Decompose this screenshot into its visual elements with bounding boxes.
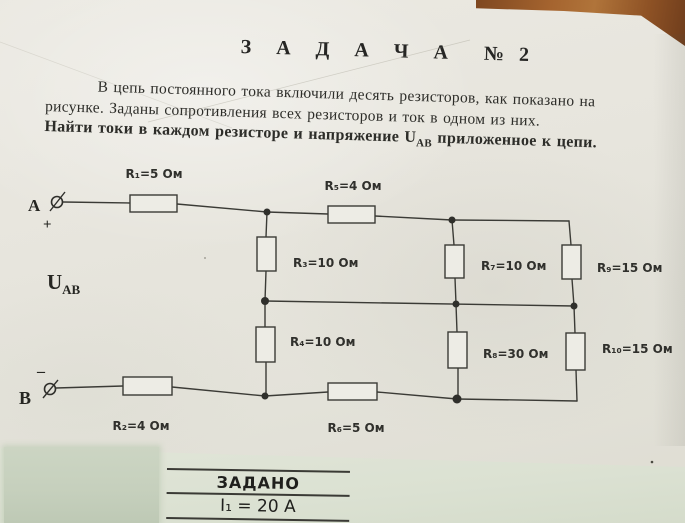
terminal-b-slash-icon (42, 379, 59, 399)
wire-middle-rail (264, 300, 575, 307)
wire-bottom-rail (456, 398, 578, 402)
paper-speck (650, 460, 654, 464)
terminal-b-circle-icon (43, 382, 57, 396)
label-r3: R₃=10 Ом (293, 256, 358, 270)
label-r10: R₁₀=15 Ом (602, 342, 673, 356)
applied-voltage-label: UАВ (47, 270, 81, 298)
wire-a-to-r1 (62, 201, 131, 204)
node-dot (448, 216, 456, 224)
terminal-a-symbol (49, 191, 66, 212)
resistor-box-r6 (327, 382, 378, 401)
terminal-a-circle-icon (50, 195, 64, 209)
given-table: ЗАДАНО I₁ = 20 А (166, 468, 350, 522)
label-r5: R₅=4 Ом (324, 179, 381, 193)
blurred-region (4, 447, 159, 523)
terminal-a-slash-icon (49, 191, 66, 212)
node-dot (570, 302, 578, 310)
label-r9: R₉=15 Ом (597, 261, 662, 275)
wire-r9-to-node5 (571, 278, 575, 307)
terminal-a-label: А (28, 196, 41, 215)
node-dot (261, 297, 269, 305)
wire-node5-to-r10 (573, 305, 576, 334)
wire-r1-to-node1 (176, 203, 268, 213)
resistor-box-r3 (256, 236, 277, 272)
wire-r3-to-node3 (264, 270, 267, 302)
wire-node4-to-r8 (455, 303, 458, 333)
wire-node2-to-r7 (451, 219, 455, 246)
wire-r5-to-node2 (374, 215, 453, 221)
paper-crease (147, 39, 471, 123)
terminal-b-symbol (42, 379, 59, 399)
node-dot (263, 208, 271, 216)
junction-nodes (261, 208, 578, 404)
wire-r10-to-bottom (575, 369, 578, 402)
resistor-box-r2 (122, 376, 173, 396)
label-r1: R₁=5 Ом (125, 167, 182, 181)
resistor-box-r10 (565, 332, 586, 371)
node-dot (452, 394, 462, 404)
wire-node1-to-r3 (265, 211, 268, 238)
terminal-b-label: В (19, 388, 31, 408)
resistor-box-r9 (561, 244, 582, 280)
resistor-boxes (122, 194, 586, 401)
paper-edge-shadow (653, 34, 685, 446)
resistor-box-r1 (129, 194, 178, 213)
resistor-box-r5 (327, 205, 376, 224)
wire-r7-to-node4 (454, 277, 457, 305)
label-r2: R₂=4 Ом (112, 419, 169, 433)
uab-subscript: АВ (62, 282, 81, 298)
wire-r6-to-node7 (376, 391, 458, 400)
polarity-plus: + (43, 217, 52, 233)
paper-speck (204, 257, 206, 259)
node-dot (261, 392, 269, 400)
node-dot (452, 300, 460, 308)
paper-crease (0, 41, 233, 129)
wire-node6-to-r6 (264, 391, 329, 397)
resistor-box-r4 (255, 326, 276, 363)
wire-b-to-r2 (55, 385, 124, 389)
resistor-box-r8 (447, 331, 468, 369)
polarity-minus: – (36, 363, 46, 380)
wires (55, 201, 578, 402)
wire-node2-to-corner (451, 219, 570, 222)
label-r8: R₈=30 Ом (483, 347, 548, 361)
label-r7: R₇=10 Ом (481, 259, 546, 273)
wire-node1-to-r5 (266, 211, 329, 215)
wire-corner-to-r9 (568, 220, 572, 246)
given-table-header: ЗАДАНО (166, 468, 350, 497)
label-r6: R₆=5 Ом (327, 421, 384, 435)
resistor-box-r7 (444, 244, 465, 279)
given-table-row-i1: I₁ = 20 А (166, 493, 350, 522)
wire-r2-to-node6 (171, 386, 266, 397)
label-r4: R₄=10 Ом (290, 335, 355, 349)
